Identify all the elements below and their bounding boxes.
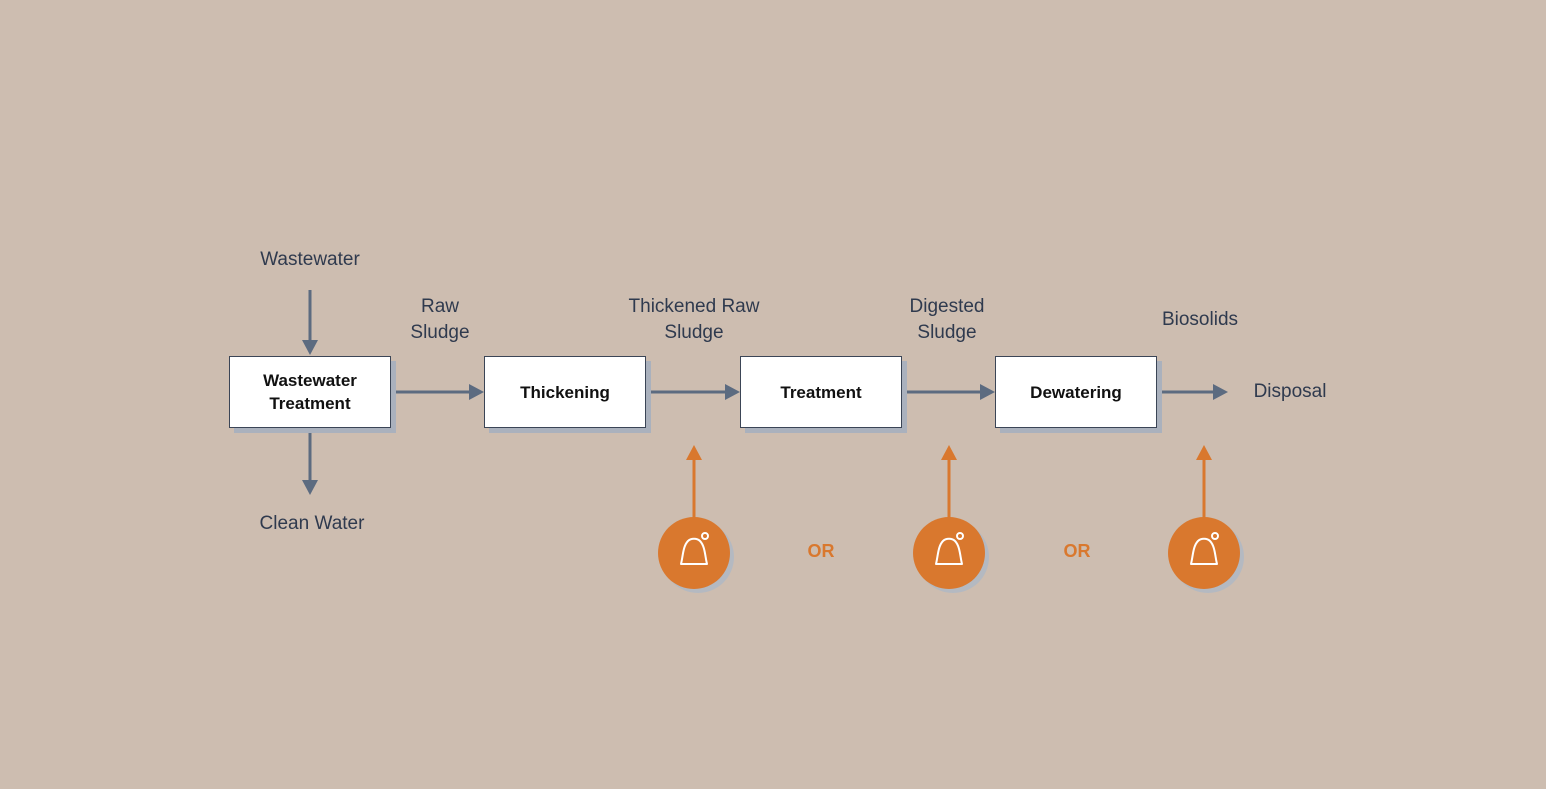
stage-dewatering: Dewatering	[995, 356, 1157, 428]
stage-wastewater-treatment: Wastewater Treatment	[229, 356, 391, 428]
raw-sludge-arrow	[391, 384, 484, 400]
stage-thickening: Thickening	[484, 356, 646, 428]
or-connector: OR	[807, 541, 835, 561]
disposal-label: Disposal	[1253, 381, 1327, 402]
digested-sludge-arrow	[903, 384, 995, 400]
bell-drop-icon	[1190, 532, 1219, 565]
clean-water-out-arrow	[302, 430, 318, 495]
flow-label-thickened-raw-sludge: Thickened Raw Sludge	[628, 296, 760, 343]
clean-water-label: Clean Water	[259, 513, 365, 534]
bell-drop-icon	[935, 532, 964, 565]
wastewater-in-arrow	[302, 290, 318, 355]
disposal-arrow	[1159, 384, 1228, 400]
stage-label: Dewatering	[1030, 382, 1122, 402]
stage-label: Treatment	[780, 382, 862, 402]
bell-drop-icon	[680, 532, 709, 565]
insertion-point-2	[913, 445, 989, 593]
flow-label-biosolids: Biosolids	[1161, 309, 1239, 330]
insertion-point-3	[1168, 445, 1244, 593]
stage-treatment: Treatment	[740, 356, 902, 428]
flow-label-raw-sludge: Raw Sludge	[410, 296, 470, 343]
flow-label-digested-sludge: Digested Sludge	[909, 296, 985, 343]
insertion-point-1	[658, 445, 734, 593]
thickened-sludge-arrow	[647, 384, 740, 400]
stage-label: Thickening	[520, 382, 610, 402]
wastewater-label: Wastewater	[260, 249, 360, 270]
or-connector: OR	[1063, 541, 1091, 561]
stage-label: Wastewater Treatment	[263, 371, 357, 413]
